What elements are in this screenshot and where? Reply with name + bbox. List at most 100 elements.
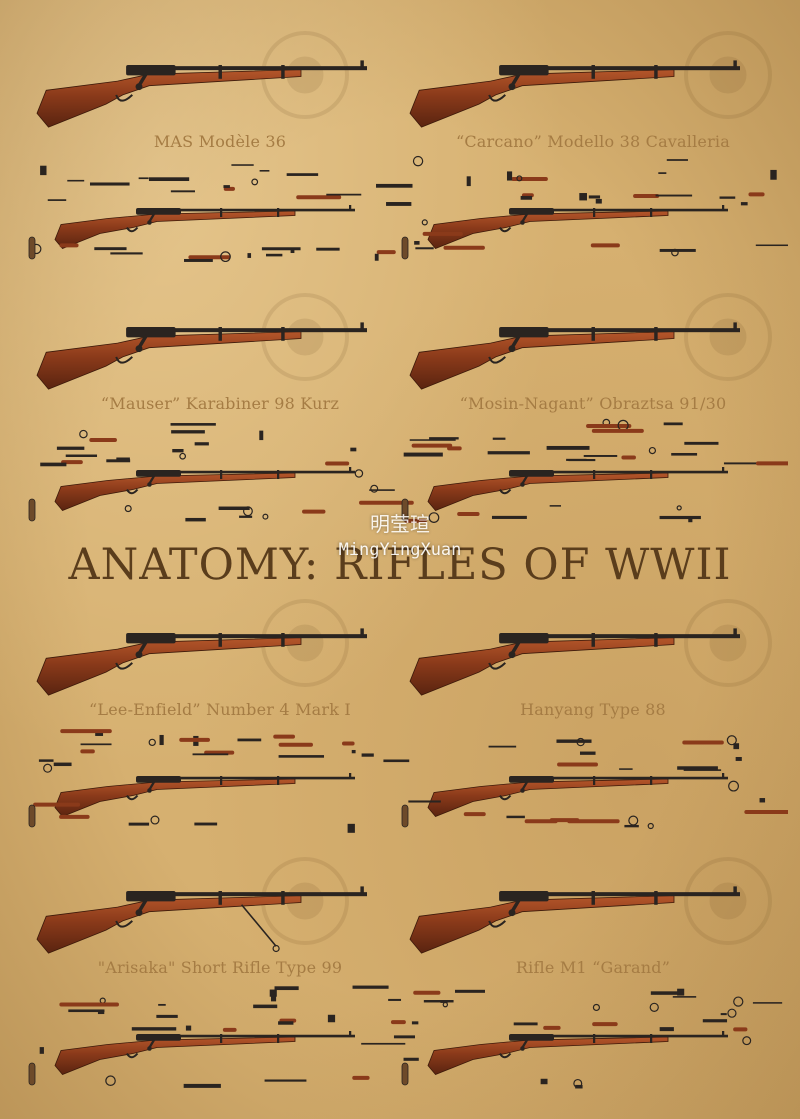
rifle-stock [54, 778, 296, 817]
part-butt-plate [28, 236, 36, 260]
rifle-barrel [169, 66, 367, 71]
rifle-front-sight [349, 205, 352, 210]
part-wood-piece [621, 455, 636, 460]
part-wood-piece [633, 194, 660, 199]
part-rod [423, 1000, 454, 1003]
part-rod [440, 1000, 448, 1003]
rifle-receiver [136, 470, 181, 477]
rifle-barrel [169, 328, 367, 333]
part-butt-plate [401, 236, 409, 260]
rifle-bolt-knob [147, 1046, 152, 1051]
rifle-trigger-guard [115, 94, 133, 102]
part-ring [421, 219, 428, 226]
part-wood-piece [447, 446, 462, 451]
part-rod [194, 822, 218, 826]
part-rod [89, 182, 130, 186]
part-block [595, 198, 602, 204]
part-block [759, 798, 766, 803]
part-wood-piece [61, 460, 83, 465]
part-ring [99, 997, 106, 1004]
part-wood-piece [179, 737, 210, 742]
rifle-cell: “Mosin-Nagant” Obraztsa 91/30 [398, 272, 788, 527]
exploded-parts-diagram [401, 735, 788, 830]
rifle-barrel [548, 776, 728, 780]
part-wood-piece [591, 428, 644, 433]
part-wood-piece [422, 231, 463, 236]
rifle-trigger-guard [488, 94, 506, 102]
part-rod [116, 457, 130, 461]
part-rod [361, 753, 374, 757]
part-rod [38, 759, 54, 762]
emblem-ring [684, 599, 772, 687]
rifle-trigger-guard [126, 1052, 139, 1059]
rifle-front-sight [733, 628, 737, 636]
part-rod [506, 815, 525, 819]
rifle-stock [36, 637, 302, 696]
rifle-trigger-guard [488, 920, 506, 928]
part-rod [520, 195, 533, 200]
rifle-trigger-guard [499, 226, 512, 233]
part-rod [369, 489, 395, 491]
part-block [540, 1078, 548, 1085]
rifle-name: "Arisaka" Short Rifle Type 99 [97, 958, 343, 977]
part-rod [415, 247, 434, 250]
rifle-band [218, 327, 222, 341]
rifle-front-sight [349, 773, 352, 778]
part-rod [454, 989, 485, 993]
part-rod [672, 996, 697, 998]
part-rod [655, 194, 693, 197]
part-rod [316, 247, 340, 251]
watermark-chinese: 明莹瑄 [370, 512, 430, 536]
rifle-band [593, 1034, 596, 1043]
part-rod [94, 247, 127, 251]
part-block [770, 169, 777, 180]
part-rod [393, 1035, 415, 1039]
rifle-name: Hanyang Type 88 [520, 700, 666, 719]
part-rod [429, 437, 459, 440]
part-wood-piece [302, 509, 326, 514]
rifle-stock [54, 1036, 296, 1075]
rifle-illustration [409, 31, 772, 128]
part-ring [79, 429, 88, 439]
rifle-trigger-guard [499, 488, 512, 495]
part-ring [726, 735, 737, 746]
part-rod [546, 445, 590, 450]
rifle-front-sight [733, 60, 737, 68]
rifle-front-sight [349, 467, 352, 472]
rifle-band [277, 776, 280, 785]
part-block [374, 253, 379, 261]
part-rod [47, 199, 67, 201]
emblem-core [709, 882, 747, 920]
rifle-bolt-knob [135, 651, 143, 659]
rifle-bolt-knob [520, 788, 525, 793]
part-rod [671, 452, 698, 456]
part-rod [619, 768, 633, 770]
part-wood-piece [80, 749, 95, 754]
part-block [733, 743, 740, 750]
rifle-trigger-guard [115, 356, 133, 364]
part-ring [676, 505, 682, 511]
italian-emblem-icon [684, 31, 772, 119]
rifle-front-sight [733, 886, 737, 894]
part-rod [237, 738, 262, 742]
rifle-stock [36, 69, 302, 128]
rifle-band [218, 633, 222, 647]
part-block [270, 995, 277, 1002]
rifle-bolt-knob [135, 345, 143, 353]
part-rod [67, 179, 85, 182]
rifle-band [591, 65, 595, 79]
rifle-receiver [499, 65, 549, 76]
part-rod [56, 446, 85, 450]
part-rod [684, 441, 719, 445]
part-ring [179, 452, 187, 460]
rifle-trigger-guard [488, 662, 506, 670]
rifle-receiver [499, 327, 549, 338]
rifle-band [277, 208, 280, 217]
rifle-barrel [548, 208, 728, 212]
part-wood-piece [352, 1075, 370, 1080]
part-wood-piece [592, 1022, 618, 1027]
part-ring [148, 738, 156, 747]
rifle-stock [36, 331, 302, 390]
part-wood-piece [590, 243, 620, 248]
